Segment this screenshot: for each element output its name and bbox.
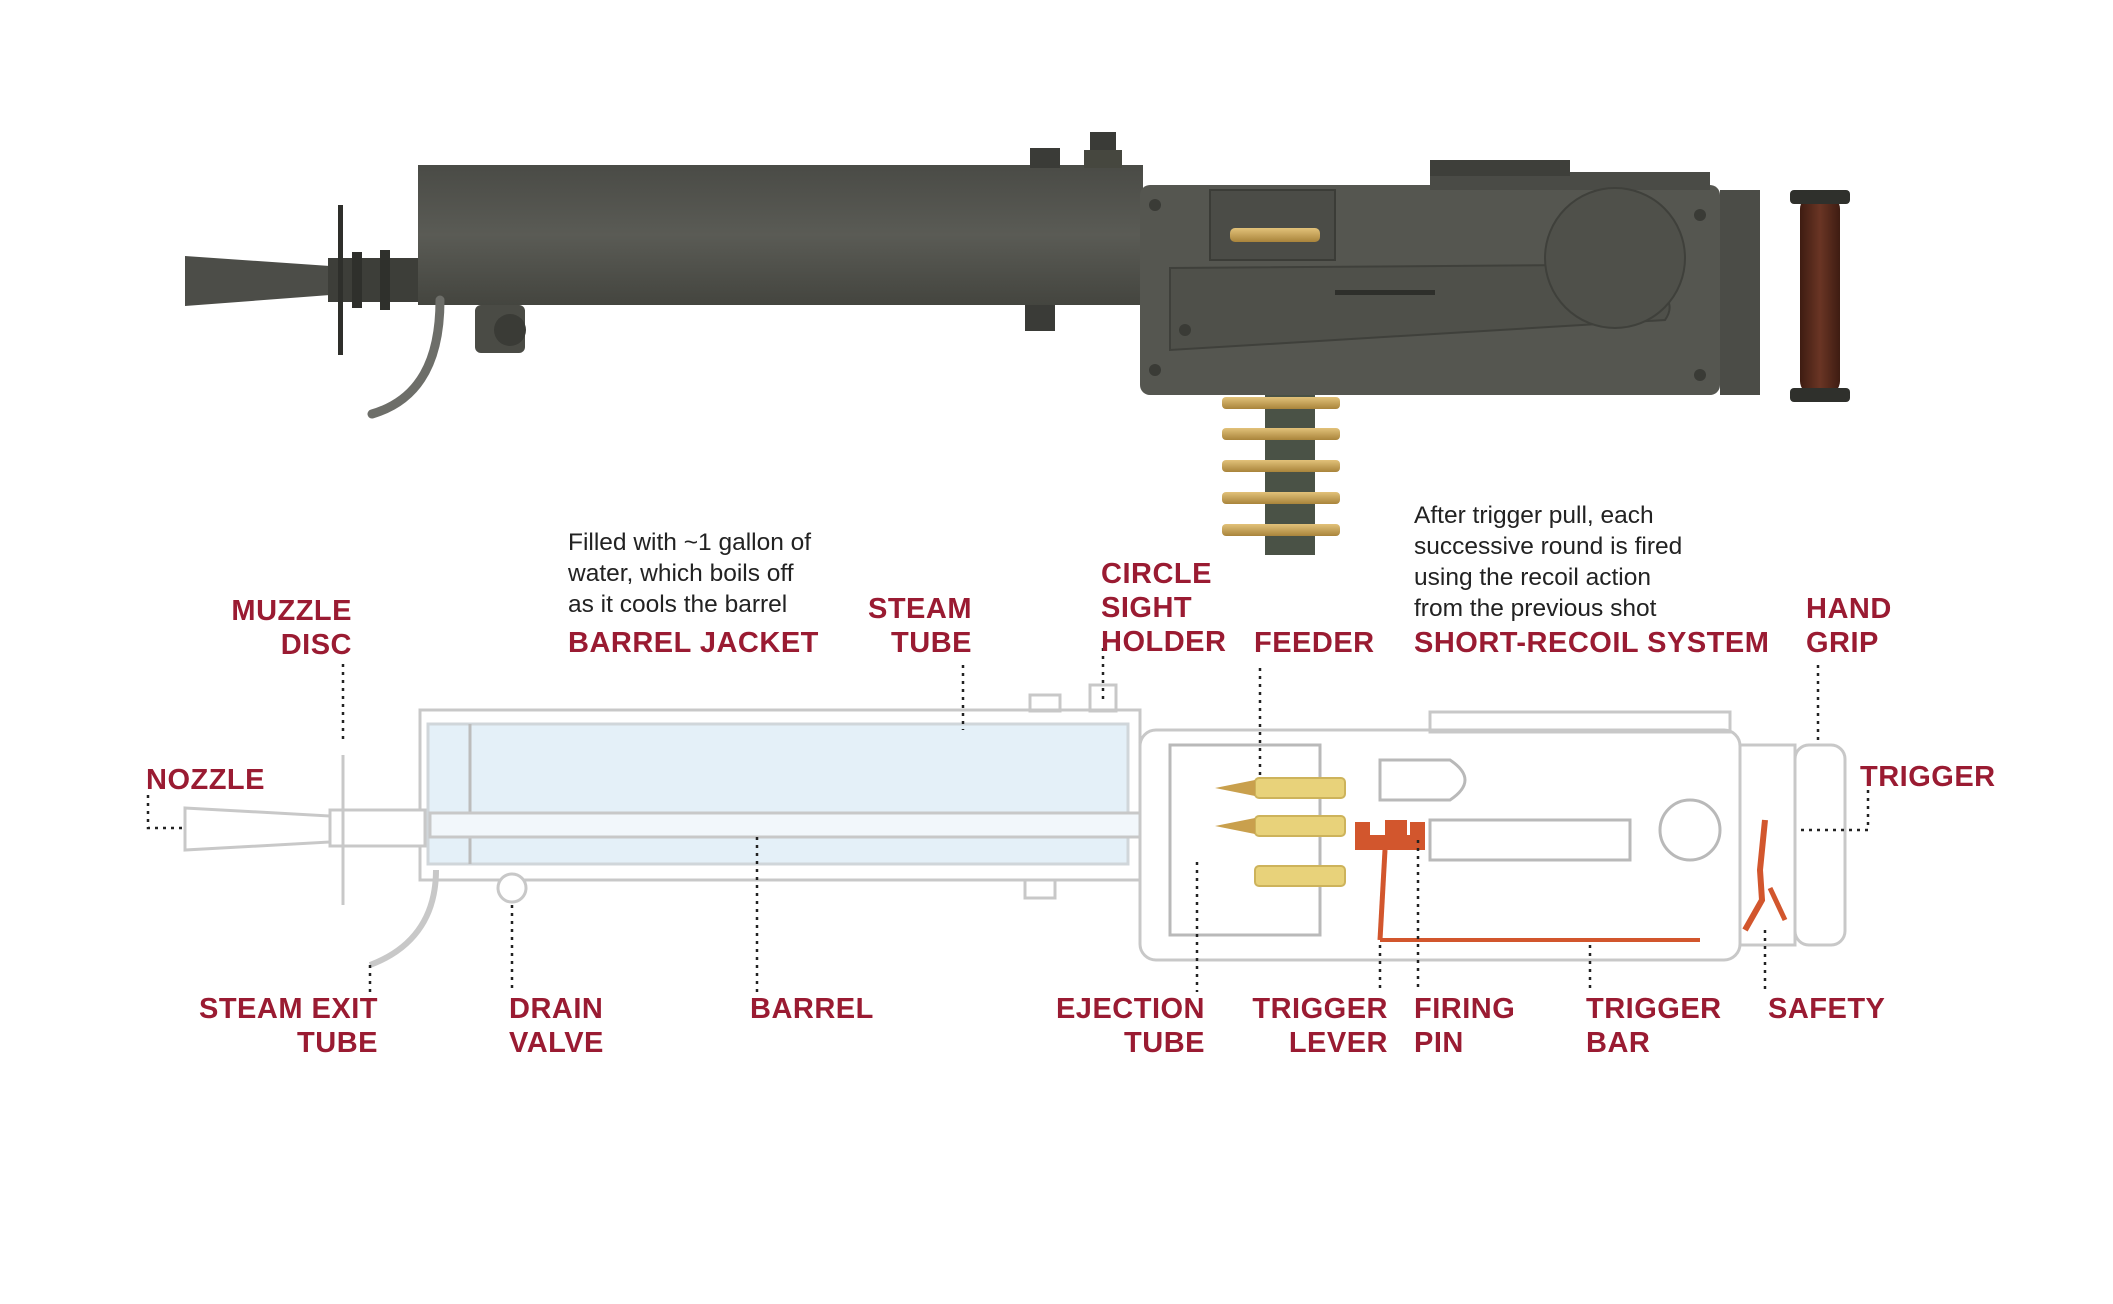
label-line: DISC: [220, 628, 352, 662]
note-barrel-jacket: Filled with ~1 gallon of water, which bo…: [568, 527, 811, 620]
note-short-recoil: After trigger pull, each successive roun…: [1414, 500, 1682, 624]
note-line: from the previous shot: [1414, 593, 1682, 624]
label-line: CIRCLE: [1101, 557, 1226, 591]
nozzle-outline: [185, 808, 330, 850]
receiver-outline: [1140, 730, 1740, 960]
label-line: FEEDER: [1254, 626, 1375, 660]
label-steam-tube: STEAM TUBE: [830, 592, 972, 660]
note-line: water, which boils off: [568, 558, 811, 589]
label-line: EJECTION: [1035, 992, 1205, 1026]
drain-valve-outline: [498, 874, 526, 902]
label-line: HOLDER: [1101, 625, 1226, 659]
label-line: SAFETY: [1768, 992, 1885, 1026]
gun-cutaway-view: [185, 685, 1845, 965]
label-line: STEAM: [830, 592, 972, 626]
label-barrel-jacket: BARREL JACKET: [568, 626, 819, 660]
ammo-belt: [1222, 395, 1340, 555]
label-line: BARREL JACKET: [568, 626, 819, 660]
barrel-jacket-exterior: [418, 165, 1143, 305]
note-line: After trigger pull, each: [1414, 500, 1682, 531]
label-circle-sight-holder: CIRCLE SIGHT HOLDER: [1101, 557, 1226, 659]
label-hand-grip: HAND GRIP: [1806, 592, 1892, 660]
muzzle-disc-exterior: [338, 205, 343, 355]
label-line: TRIGGER: [1860, 760, 1996, 794]
gun-exterior-view: [185, 132, 1850, 555]
label-steam-exit-tube: STEAM EXIT TUBE: [180, 992, 378, 1060]
note-line: successive round is fired: [1414, 531, 1682, 562]
label-trigger-lever: TRIGGER LEVER: [1250, 992, 1388, 1060]
water-chamber: [428, 724, 1128, 864]
label-line: MUZZLE: [220, 594, 352, 628]
label-feeder: FEEDER: [1254, 626, 1375, 660]
label-line: TRIGGER: [1586, 992, 1722, 1026]
label-line: TUBE: [180, 1026, 378, 1060]
label-ejection-tube: EJECTION TUBE: [1035, 992, 1205, 1060]
label-line: DRAIN: [509, 992, 604, 1026]
label-drain-valve: DRAIN VALVE: [509, 992, 604, 1060]
label-line: LEVER: [1250, 1026, 1388, 1060]
note-line: as it cools the barrel: [568, 589, 811, 620]
note-line: Filled with ~1 gallon of: [568, 527, 811, 558]
label-muzzle-disc: MUZZLE DISC: [220, 594, 352, 662]
label-line: BARREL: [750, 992, 874, 1026]
label-line: STEAM EXIT: [180, 992, 378, 1026]
label-line: TUBE: [830, 626, 972, 660]
label-line: FIRING: [1414, 992, 1515, 1026]
steam-exit-tube-outline: [370, 870, 436, 965]
label-trigger-bar: TRIGGER BAR: [1586, 992, 1722, 1060]
label-barrel: BARREL: [750, 992, 874, 1026]
label-line: BAR: [1586, 1026, 1722, 1060]
label-line: SIGHT: [1101, 591, 1226, 625]
label-short-recoil-system: SHORT-RECOIL SYSTEM: [1414, 626, 1769, 660]
label-line: SHORT-RECOIL SYSTEM: [1414, 626, 1769, 660]
barrel-outline: [430, 813, 1190, 837]
note-line: using the recoil action: [1414, 562, 1682, 593]
label-line: VALVE: [509, 1026, 604, 1060]
leader-nozzle: [148, 795, 185, 828]
label-line: GRIP: [1806, 626, 1892, 660]
label-line: PIN: [1414, 1026, 1515, 1060]
label-trigger: TRIGGER: [1860, 760, 1996, 794]
hand-grip-outline: [1795, 745, 1845, 945]
label-line: HAND: [1806, 592, 1892, 626]
label-firing-pin: FIRING PIN: [1414, 992, 1515, 1060]
steam-exit-pipe: [372, 300, 440, 414]
label-line: NOZZLE: [146, 763, 265, 797]
label-line: TRIGGER: [1250, 992, 1388, 1026]
label-line: TUBE: [1035, 1026, 1205, 1060]
label-safety: SAFETY: [1768, 992, 1885, 1026]
nozzle-exterior: [185, 256, 330, 306]
hand-grip-exterior: [1800, 195, 1840, 395]
label-nozzle: NOZZLE: [146, 763, 265, 797]
